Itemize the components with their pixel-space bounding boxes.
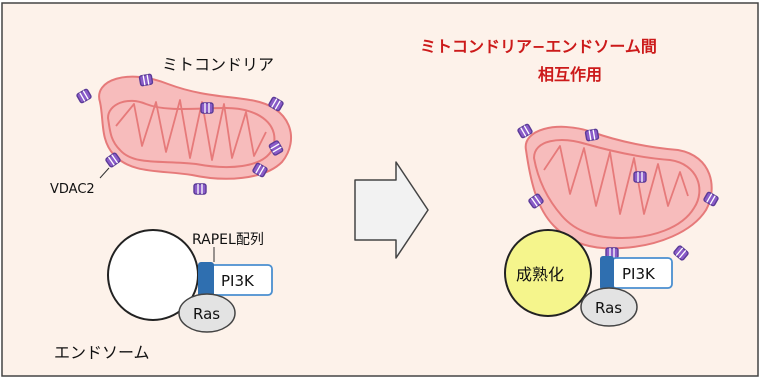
ras-label-right: Ras (595, 299, 622, 317)
endosome-label: エンドソーム (54, 343, 150, 362)
interaction-title-line2: 相互作用 (538, 65, 602, 84)
interaction-title-line1: ミトコンドリア−エンドソーム間 (420, 37, 657, 56)
ras-right (580, 287, 638, 327)
rapel-sequence-label: RAPEL配列 (192, 232, 264, 248)
rapel-segment-left (198, 262, 214, 297)
vdac2-leader-line (99, 167, 110, 179)
pi3k-label-left: PI3K (221, 272, 255, 290)
mitochondrion-left (98, 75, 292, 180)
pi3k-label-right: PI3K (622, 265, 656, 283)
matured-endosome (504, 229, 592, 317)
rapel-segment-right (600, 256, 614, 290)
maturation-label: 成熟化 (516, 265, 564, 284)
ras-left (178, 293, 236, 333)
ras-label-left: Ras (193, 305, 220, 323)
mitochondria-label: ミトコンドリア (162, 55, 274, 74)
vdac2-label: VDAC2 (50, 182, 95, 197)
transition-arrow (354, 161, 429, 259)
